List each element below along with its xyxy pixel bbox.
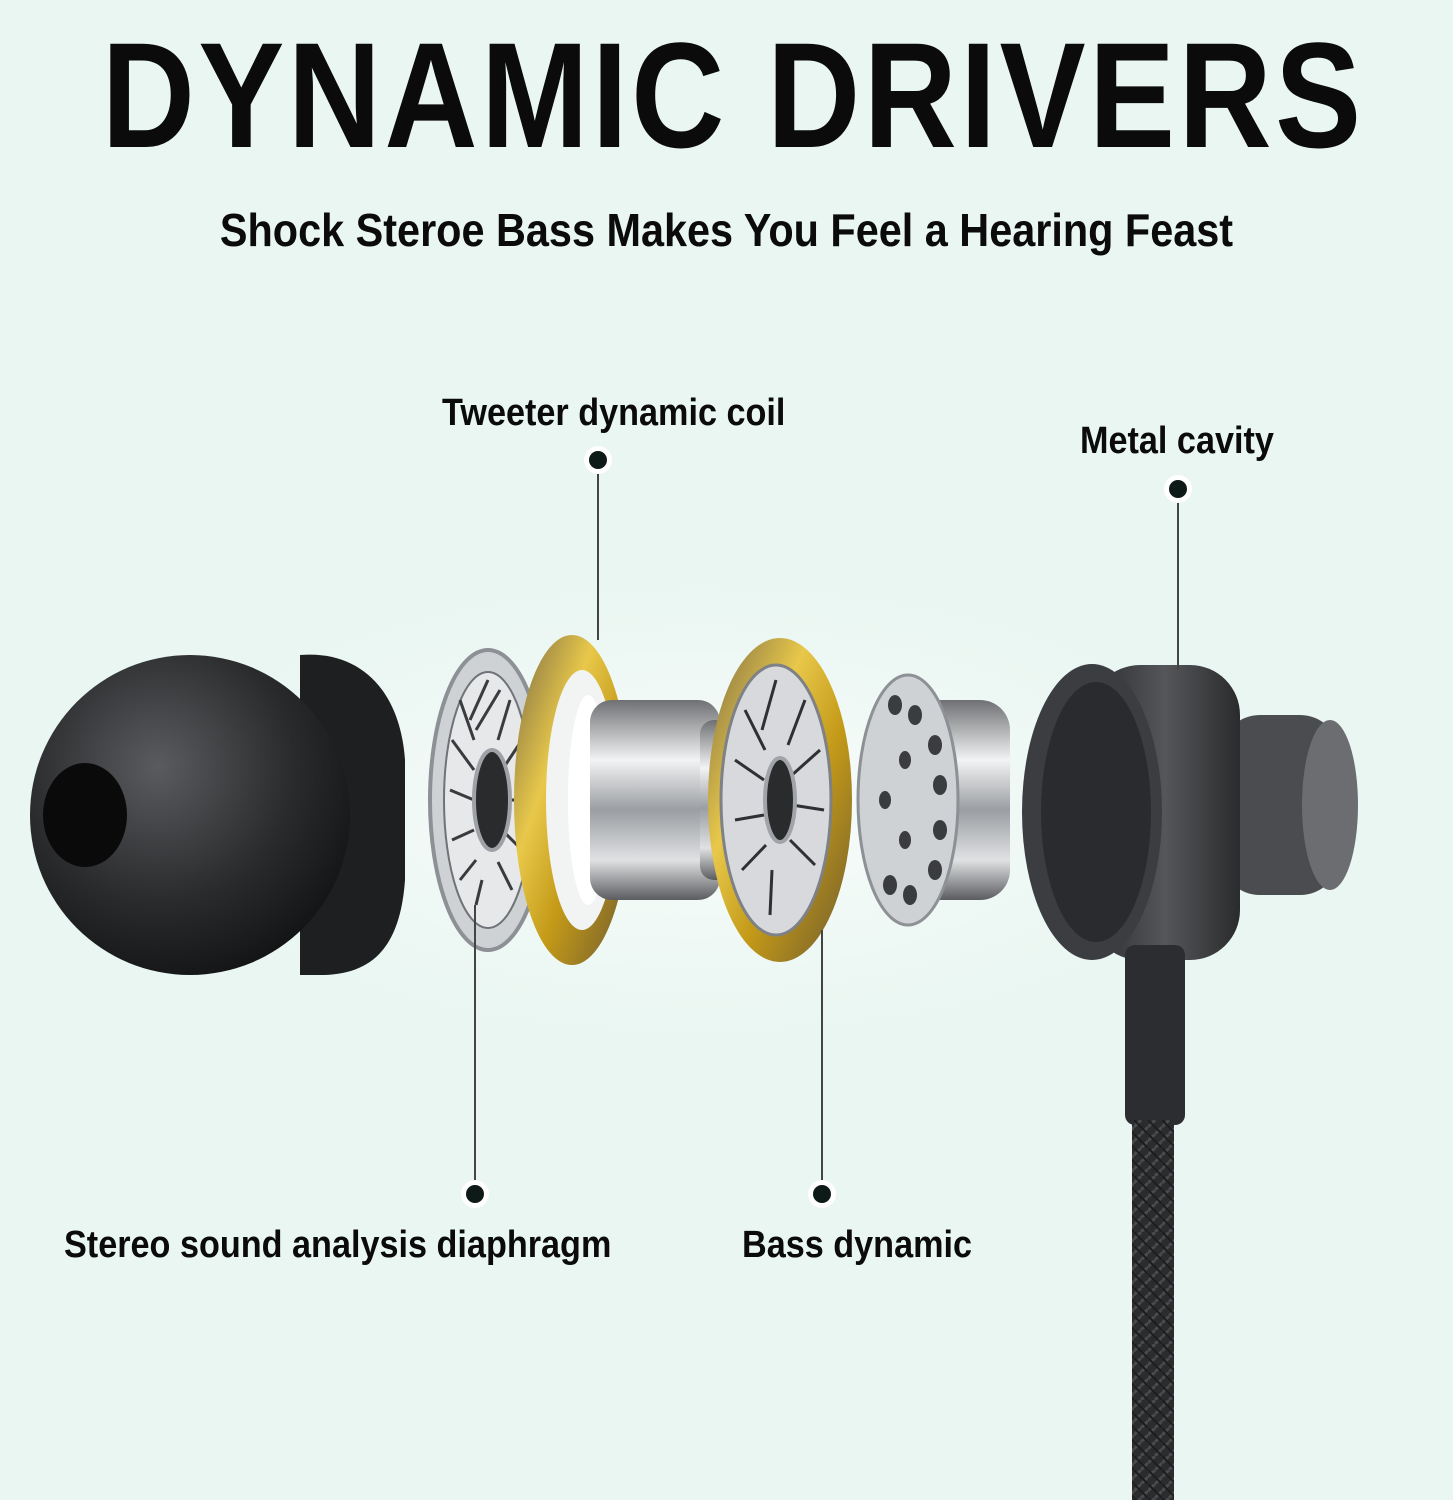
braided-cable: [1132, 1120, 1174, 1500]
callout-diaphragm: Stereo sound analysis diaphragm: [64, 1224, 612, 1266]
bass-gold-ring: [708, 638, 852, 962]
metal-cavity-housing: [1022, 664, 1358, 1500]
callout-dots: [461, 446, 1192, 1208]
headline: DYNAMIC DRIVERS: [101, 11, 1365, 179]
diaphragm-disc: [428, 648, 548, 952]
callout-leaders: [474, 470, 1179, 1182]
callout-metal-cavity: Metal cavity: [1080, 420, 1274, 462]
subtitle: Shock Steroe Bass Makes You Feel a Heari…: [219, 204, 1234, 256]
callout-tweeter-dynamic-coil: Tweeter dynamic coil: [442, 392, 786, 434]
callout-bass-dynamic: Bass dynamic: [742, 1224, 973, 1266]
ear-tip: [30, 654, 405, 975]
perforated-disc: [856, 673, 1010, 927]
